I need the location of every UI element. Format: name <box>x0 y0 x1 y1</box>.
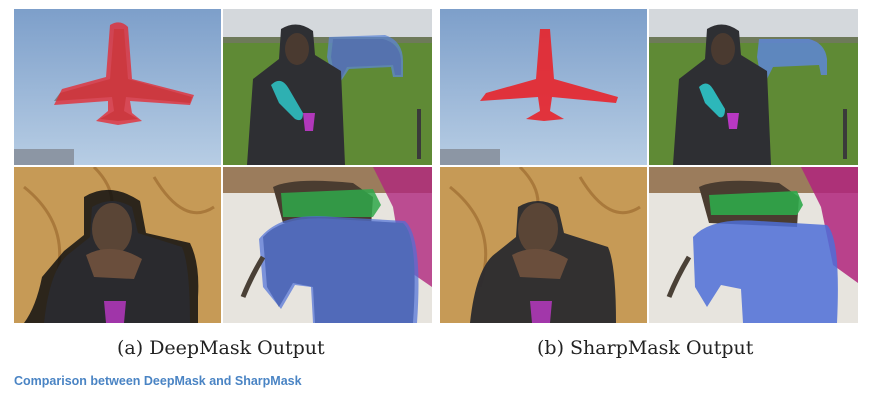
deepmask-airplane-panel <box>14 9 221 165</box>
elephant-mask <box>693 220 838 323</box>
sharpmask-man-panel <box>649 9 858 165</box>
arm-mask <box>699 83 725 118</box>
airplane-mask <box>480 29 618 121</box>
sharpmask-airplane-panel <box>440 9 647 165</box>
caption-deepmask: (a) DeepMask Output <box>117 337 325 359</box>
cup-mask <box>727 113 739 129</box>
elephant-mask <box>259 215 419 323</box>
magenta-mask <box>801 167 858 283</box>
deepmask-elephant-panel <box>223 167 432 323</box>
deepmask-obama-panel <box>14 167 221 323</box>
sharpmask-elephant-panel <box>649 167 858 323</box>
deepmask-man-panel <box>223 9 432 165</box>
figure-footnote: Comparison between DeepMask and SharpMas… <box>14 374 302 388</box>
sharpmask-obama-panel <box>440 167 647 323</box>
cup-mask <box>303 113 315 131</box>
cow-mask <box>757 39 827 79</box>
airplane-mask <box>54 22 194 125</box>
cow-mask <box>327 35 403 81</box>
bird-mask <box>281 189 381 217</box>
caption-sharpmask: (b) SharpMask Output <box>537 337 754 359</box>
bird-mask <box>709 191 803 215</box>
cup-mask <box>530 301 552 323</box>
cup-mask <box>104 301 126 323</box>
arm-mask <box>271 80 303 121</box>
